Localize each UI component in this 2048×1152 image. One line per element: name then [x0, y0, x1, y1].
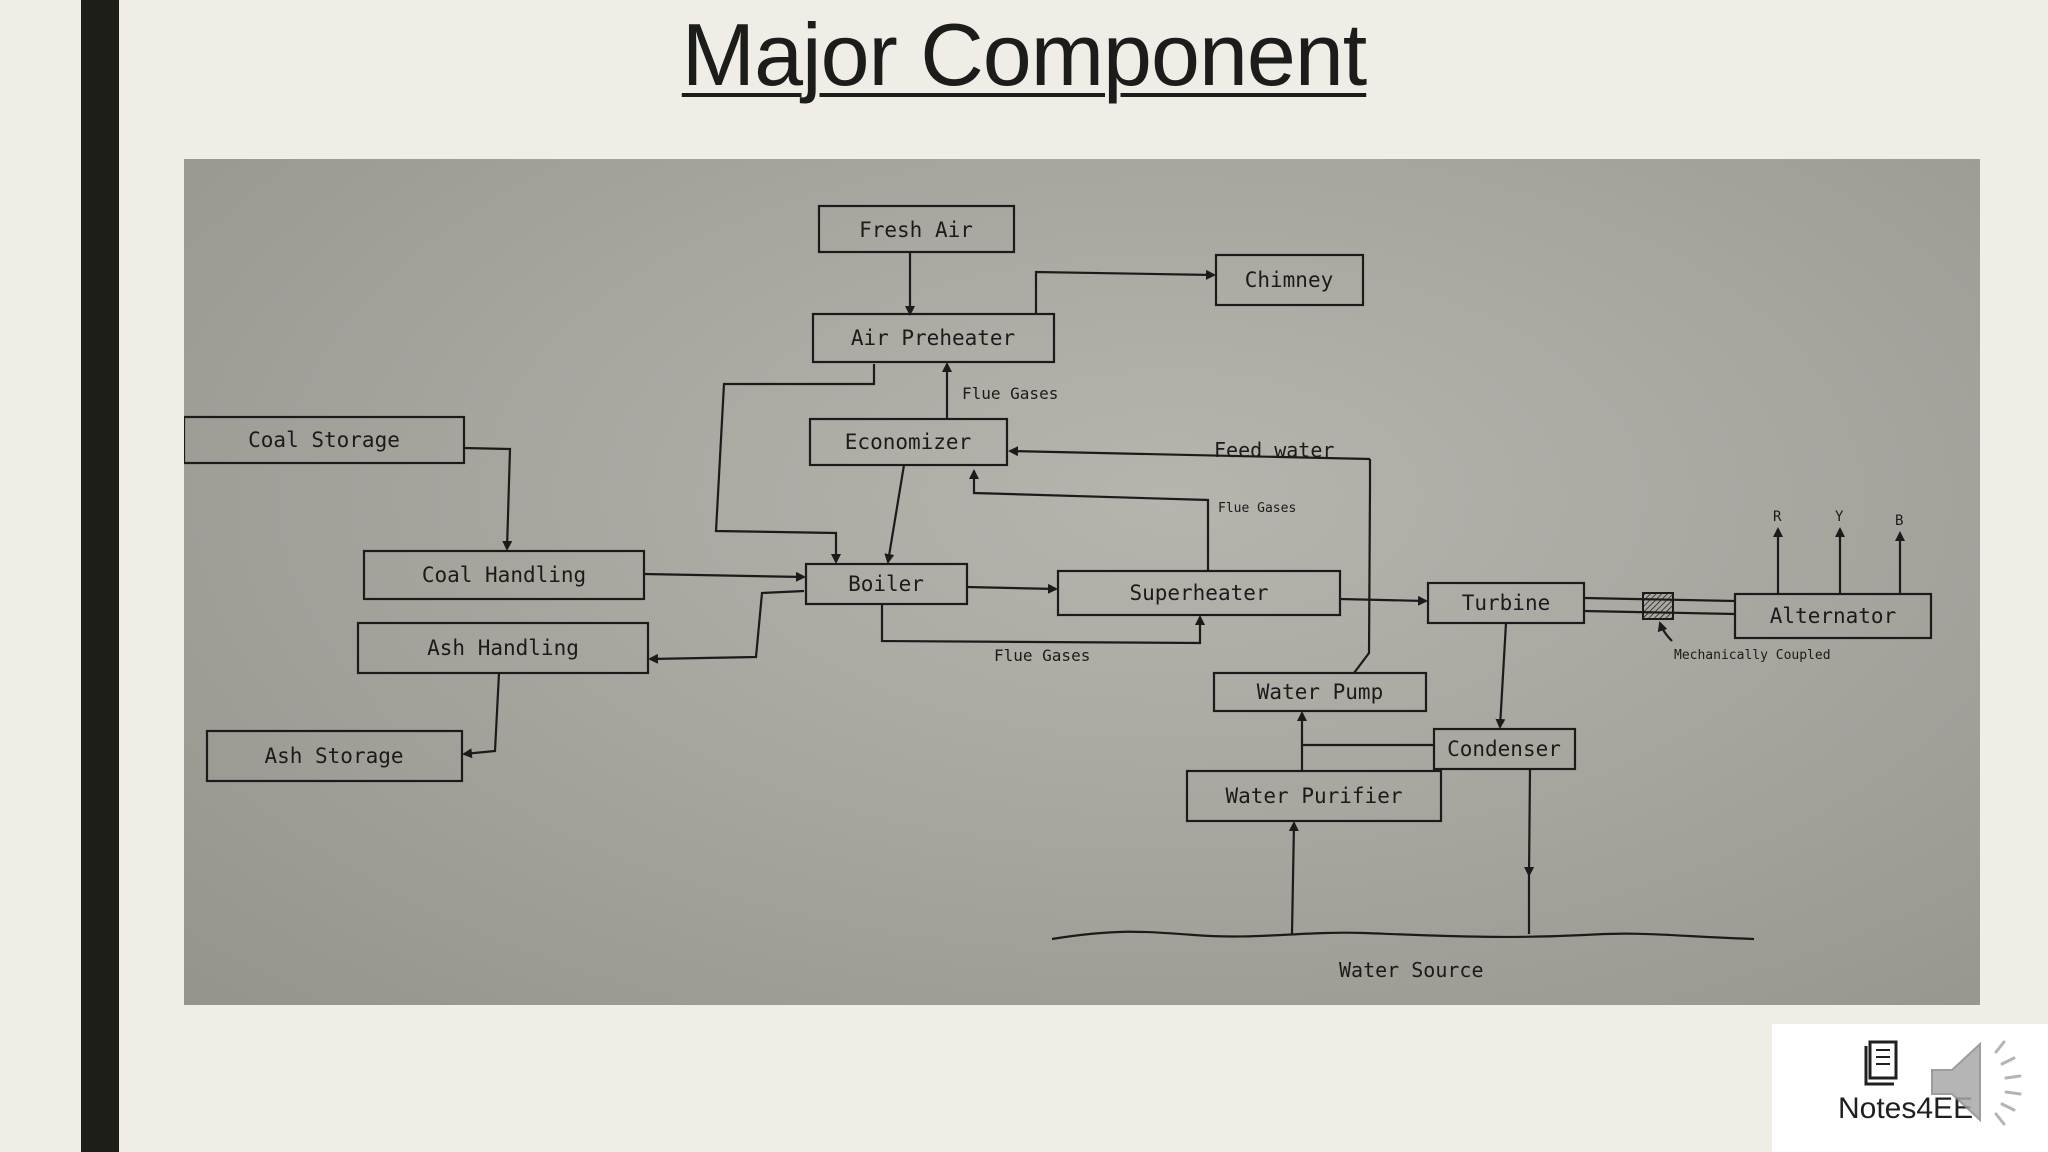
boiler-to-superheater-flue-arrow	[880, 604, 1205, 645]
superheater-label: Superheater	[1129, 581, 1268, 605]
boiler-box	[804, 562, 969, 606]
water-pump-box	[1212, 671, 1428, 713]
condenser-to-source-arrow	[1524, 768, 1535, 877]
notes4ee-logo: Notes4EE	[1772, 1024, 2048, 1152]
coupling-pointer-arrow	[1657, 621, 1673, 642]
turbine-label: Turbine	[1462, 591, 1551, 615]
alternator-label: Alternator	[1770, 604, 1896, 628]
boiler-to-superheater-arrow	[966, 583, 1058, 594]
economizer-label: Economizer	[845, 430, 971, 454]
air-preheater-box	[811, 312, 1056, 364]
feed-water-arrow	[1008, 446, 1371, 461]
coal-storage-box	[184, 415, 466, 465]
chimney-box	[1214, 253, 1365, 307]
economizer-to-boiler-arrow	[884, 464, 906, 564]
logo-text: Notes4EE	[1838, 1092, 1974, 1125]
ash-handling-to-storage-arrow	[462, 672, 501, 759]
side-accent-bar	[81, 0, 119, 1152]
phase-r-label: R	[1773, 509, 1782, 525]
superheater-flue-to-economizer-arrow	[969, 469, 1210, 571]
preheater-to-boiler-arrow	[714, 364, 876, 564]
phase-b-label: B	[1895, 513, 1903, 529]
coal-storage-to-handling-arrow	[463, 446, 513, 551]
water-purifier-box	[1185, 769, 1443, 823]
superheater-to-turbine-arrow	[1339, 595, 1428, 606]
feed-water-label: Feed water	[1214, 438, 1334, 462]
fresh-air-label: Fresh Air	[859, 218, 973, 242]
water-source-wave	[1051, 930, 1755, 941]
mechanically-coupled-label: Mechanically Coupled	[1674, 648, 1831, 663]
economizer-box	[808, 417, 1009, 467]
boiler-to-ash-handling-arrow	[648, 589, 805, 664]
diagram-photo: Fresh Air Chimney Air Preheater Coal Sto…	[184, 159, 1980, 1005]
air-preheater-label: Air Preheater	[851, 326, 1015, 350]
book-icon	[1864, 1040, 1898, 1086]
ash-storage-box	[205, 729, 464, 783]
flue-gases-bottom-label: Flue Gases	[994, 646, 1090, 665]
coupling-symbol	[1642, 592, 1674, 620]
fresh-air-box	[817, 204, 1016, 254]
turbine-to-condenser-arrow	[1495, 622, 1508, 729]
alternator-box	[1733, 592, 1933, 640]
power-plant-diagram: Fresh Air Chimney Air Preheater Coal Sto…	[184, 204, 1933, 982]
flue-gases-right-label: Flue Gases	[1218, 501, 1296, 516]
slide-title: Major Component	[681, 5, 1367, 104]
chimney-label: Chimney	[1245, 268, 1334, 292]
water-source-label: Water Source	[1339, 958, 1484, 982]
speaker-icon[interactable]	[1918, 1032, 2028, 1132]
ash-handling-box	[356, 621, 650, 675]
water-pump-label: Water Pump	[1257, 680, 1383, 704]
boiler-label: Boiler	[848, 572, 924, 596]
coal-handling-to-boiler-arrow	[643, 571, 806, 582]
preheater-to-chimney-arrow	[1034, 269, 1216, 314]
phase-y-label: Y	[1835, 509, 1844, 525]
coal-storage-label: Coal Storage	[248, 428, 400, 452]
ash-storage-label: Ash Storage	[264, 744, 403, 768]
ash-handling-label: Ash Handling	[427, 636, 579, 660]
source-to-purifier-arrow	[1288, 821, 1299, 935]
coal-handling-label: Coal Handling	[422, 563, 586, 587]
water-purifier-label: Water Purifier	[1225, 784, 1402, 808]
flue-gases-top-label: Flue Gases	[962, 384, 1058, 403]
condenser-label: Condenser	[1447, 737, 1561, 761]
feed-water-line	[1353, 459, 1372, 674]
condenser-box	[1432, 727, 1577, 771]
